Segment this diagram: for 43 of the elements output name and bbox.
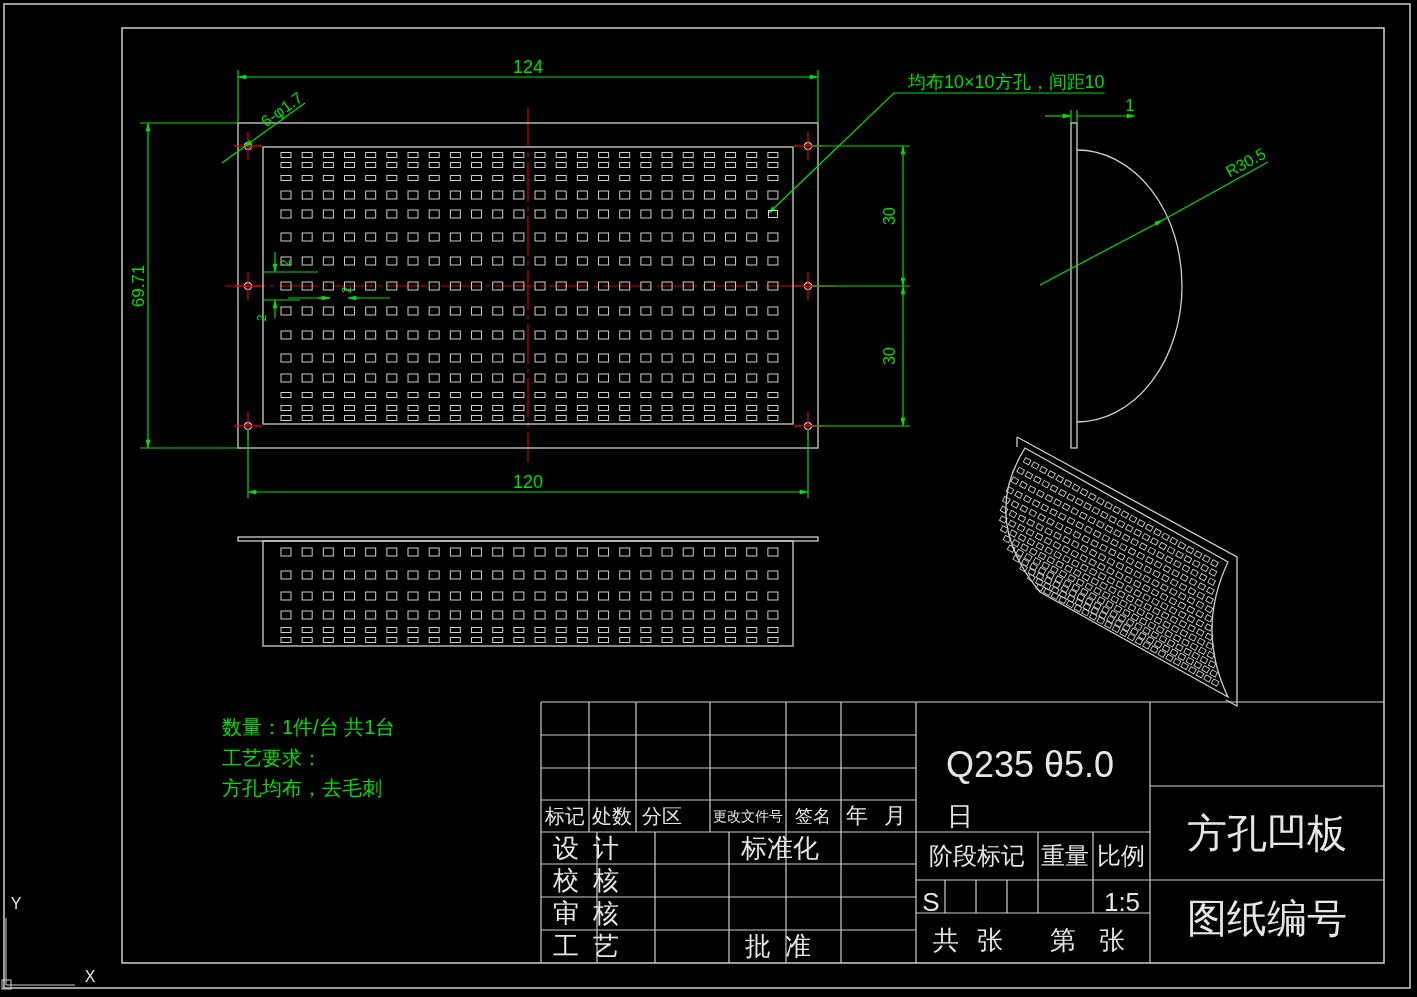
- dimension-text: 2: [280, 259, 292, 267]
- dimension-text: 2: [341, 286, 353, 294]
- title-block-text: 张: [977, 927, 1003, 953]
- title-block-text: 月: [884, 805, 906, 827]
- title-block-text: 阶段标记: [929, 844, 1025, 868]
- title-block-text: 比例: [1097, 844, 1145, 868]
- dimension-text: 2: [256, 314, 268, 322]
- title-block-text: 方孔凹板: [1187, 813, 1347, 853]
- title-block-text: 重量: [1041, 844, 1089, 868]
- square-hole: [767, 210, 778, 218]
- title-block-text: 工艺: [552, 933, 634, 959]
- dimension-text: 30: [882, 207, 898, 225]
- title-block-text: 标记: [545, 806, 585, 826]
- title-block-text: 更改文件号: [713, 809, 783, 823]
- dimension-text: 120: [513, 473, 543, 491]
- title-block-text: 标准化: [741, 835, 819, 861]
- title-block-text: 设计: [552, 835, 634, 861]
- axis-letter: X: [84, 969, 96, 985]
- note-text: 方孔均布，去毛刺: [222, 778, 382, 798]
- dimension-text: 1: [1125, 96, 1135, 114]
- title-block-text: Q235 θ5.0: [945, 747, 1115, 783]
- title-block-text: 签名: [795, 807, 831, 825]
- leader-line: [767, 92, 1106, 215]
- title-block-text: 校核: [552, 867, 634, 893]
- title-block-text: 1:5: [1103, 889, 1141, 915]
- title-block-text: 审核: [552, 900, 634, 926]
- axis-letter: Y: [10, 896, 22, 912]
- leader-note-text: 均布10×10方孔，间距10: [908, 73, 1105, 91]
- title-block-text: 处数: [592, 806, 632, 826]
- note-text: 数量：1件/台 共1台: [222, 717, 396, 737]
- title-block-text: 日: [947, 803, 973, 829]
- title-block-text: 共: [933, 927, 959, 953]
- title-block-text: 第: [1050, 927, 1076, 953]
- title-block-text: S: [922, 889, 940, 915]
- dimension-text: 124: [513, 58, 543, 76]
- dimension-text: 69.71: [129, 264, 147, 308]
- title-block-text: 批准: [744, 933, 826, 959]
- dimension-text: 30: [882, 347, 898, 365]
- title-block-text: 年: [846, 805, 868, 827]
- title-block-text: 图纸编号: [1187, 898, 1347, 938]
- title-block-text: 分区: [642, 806, 682, 826]
- title-block-text: 张: [1099, 927, 1125, 953]
- note-text: 工艺要求：: [222, 748, 322, 768]
